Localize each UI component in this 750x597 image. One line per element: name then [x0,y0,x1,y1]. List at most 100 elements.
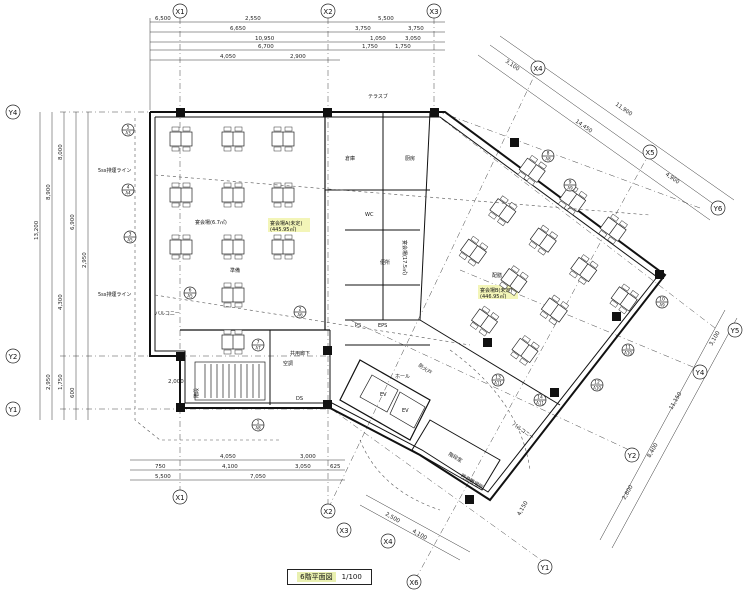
dim-rot-8: 2,800 [622,484,635,501]
table-set [221,126,245,152]
highlight-second-hall [478,285,518,299]
section-marks: 5A34A43A56A52A67A71A88A89A910A911A1012A1… [121,123,669,432]
exterior-walls [149,111,667,502]
dim-top-13: 4,050 [220,54,236,60]
dim-left-9: 600 [70,387,76,398]
svg-text:Y6: Y6 [713,205,723,213]
grid-bubbles: X1 X2 X3 Y4 Y2 Y1 X1 X2 X3 X4 X4 X5 X6 Y… [5,3,743,590]
dim-left-6: 2,950 [82,252,88,268]
svg-text:Y5: Y5 [730,327,740,335]
grid-bubble-rot-y1: Y1 [537,559,553,575]
table-set [517,154,547,186]
table-set [271,182,295,208]
dim-rot-3: 4,900 [664,172,681,186]
dim-bottom-1: 4,050 [220,454,236,460]
grid-bubble-rot-y2: Y2 [624,447,640,463]
label-elevator-hall: ホール [395,374,410,380]
grid-bubble-rot-y6: Y6 [710,200,726,216]
svg-text:12: 12 [594,380,600,386]
grid-bubble-top-x1: X1 [172,3,188,19]
label-pantry: 配膳 [492,272,502,279]
dimension-lines [39,18,738,561]
table-set [469,305,500,337]
dim-left-1: 13,200 [34,220,40,240]
dim-top-10: 6,700 [258,44,274,50]
label-terrace: テラスブ [368,93,388,100]
grid-bubble-left-y2: Y2 [5,348,21,364]
label-balcony-east: バルコニー [511,422,535,441]
label-wc: WC [365,212,374,218]
highlight-main-hall [268,218,310,232]
table-set [499,265,529,296]
svg-text:7: 7 [257,340,260,346]
label-sw-line-1: 5ss排煙ライン [98,167,131,174]
dim-rot-10: 4,100 [411,529,428,542]
svg-text:X2: X2 [323,508,332,516]
table-set [221,234,245,260]
svg-text:1: 1 [257,420,260,426]
dim-top-8: 1,050 [370,36,386,42]
dashed-outlines [134,118,651,511]
label-eps: EPS [378,323,387,329]
section-mark: 2A6 [293,305,307,319]
svg-text:4: 4 [127,185,130,191]
label-second-hall-area: (446.95㎡) [480,293,506,300]
svg-text:X1: X1 [175,8,184,16]
dim-bottom-6: 625 [330,464,341,470]
dim-top-2: 2,550 [245,16,261,22]
grid-bubble-rot-y4: Y4 [692,364,708,380]
svg-text:11: 11 [625,345,631,351]
label-main-hall-area: (445.95㎡) [270,226,296,233]
drawing-title: 6階平面図 [297,572,336,582]
label-sw-line-2: 5ss排煙ライン [98,291,131,298]
dim-left-10: 2,000 [168,379,184,385]
dim-top-14: 2,900 [290,54,306,60]
dim-top-6: 3,750 [408,26,424,32]
section-mark: 5A3 [121,123,135,137]
svg-text:Y1: Y1 [8,406,18,414]
section-mark: 8A8 [541,149,555,163]
drawing-scale: 1/100 [341,573,362,581]
table-set [169,234,193,260]
dim-bottom-2: 3,000 [300,454,316,460]
label-second-hall: 宴会場B(未定) [480,287,512,294]
label-ps: PS [355,323,361,329]
west-hall-tables [169,126,295,355]
label-ac: 空調 [283,360,293,367]
table-set [169,126,193,152]
svg-text:A3: A3 [125,131,131,136]
grid-bubble-left-y4: Y4 [5,104,21,120]
grid-bubble-top-x2: X2 [320,3,336,19]
drawing-title-box: 6階平面図 1/100 [287,569,372,585]
grid-bubble-rot-x5: X5 [642,144,658,160]
svg-text:14: 14 [537,395,543,401]
dim-rot-6: 11,150 [669,391,684,411]
table-set [271,126,295,152]
grid-bubble-top-x3: X3 [426,3,442,19]
grid-bubble-rot-x6: X6 [406,574,422,590]
svg-text:5: 5 [127,125,130,131]
dim-top-4: 6,650 [230,26,246,32]
table-set [169,182,193,208]
svg-text:X4: X4 [383,538,393,546]
svg-text:A10: A10 [593,386,601,391]
svg-text:Y2: Y2 [627,452,637,460]
label-toilet: 便所 [380,259,390,266]
table-set [528,224,558,256]
east-hall-tables [458,154,639,366]
svg-text:X2: X2 [323,8,332,16]
svg-text:2: 2 [299,307,302,313]
svg-text:8: 8 [547,151,550,157]
dim-left-4: 6,900 [70,214,76,230]
dim-top-5: 3,750 [355,26,371,32]
dim-left-7: 2,950 [46,374,52,390]
svg-text:13: 13 [495,375,501,381]
svg-text:X1: X1 [175,494,184,502]
table-set [609,283,639,315]
svg-text:X5: X5 [645,149,654,157]
